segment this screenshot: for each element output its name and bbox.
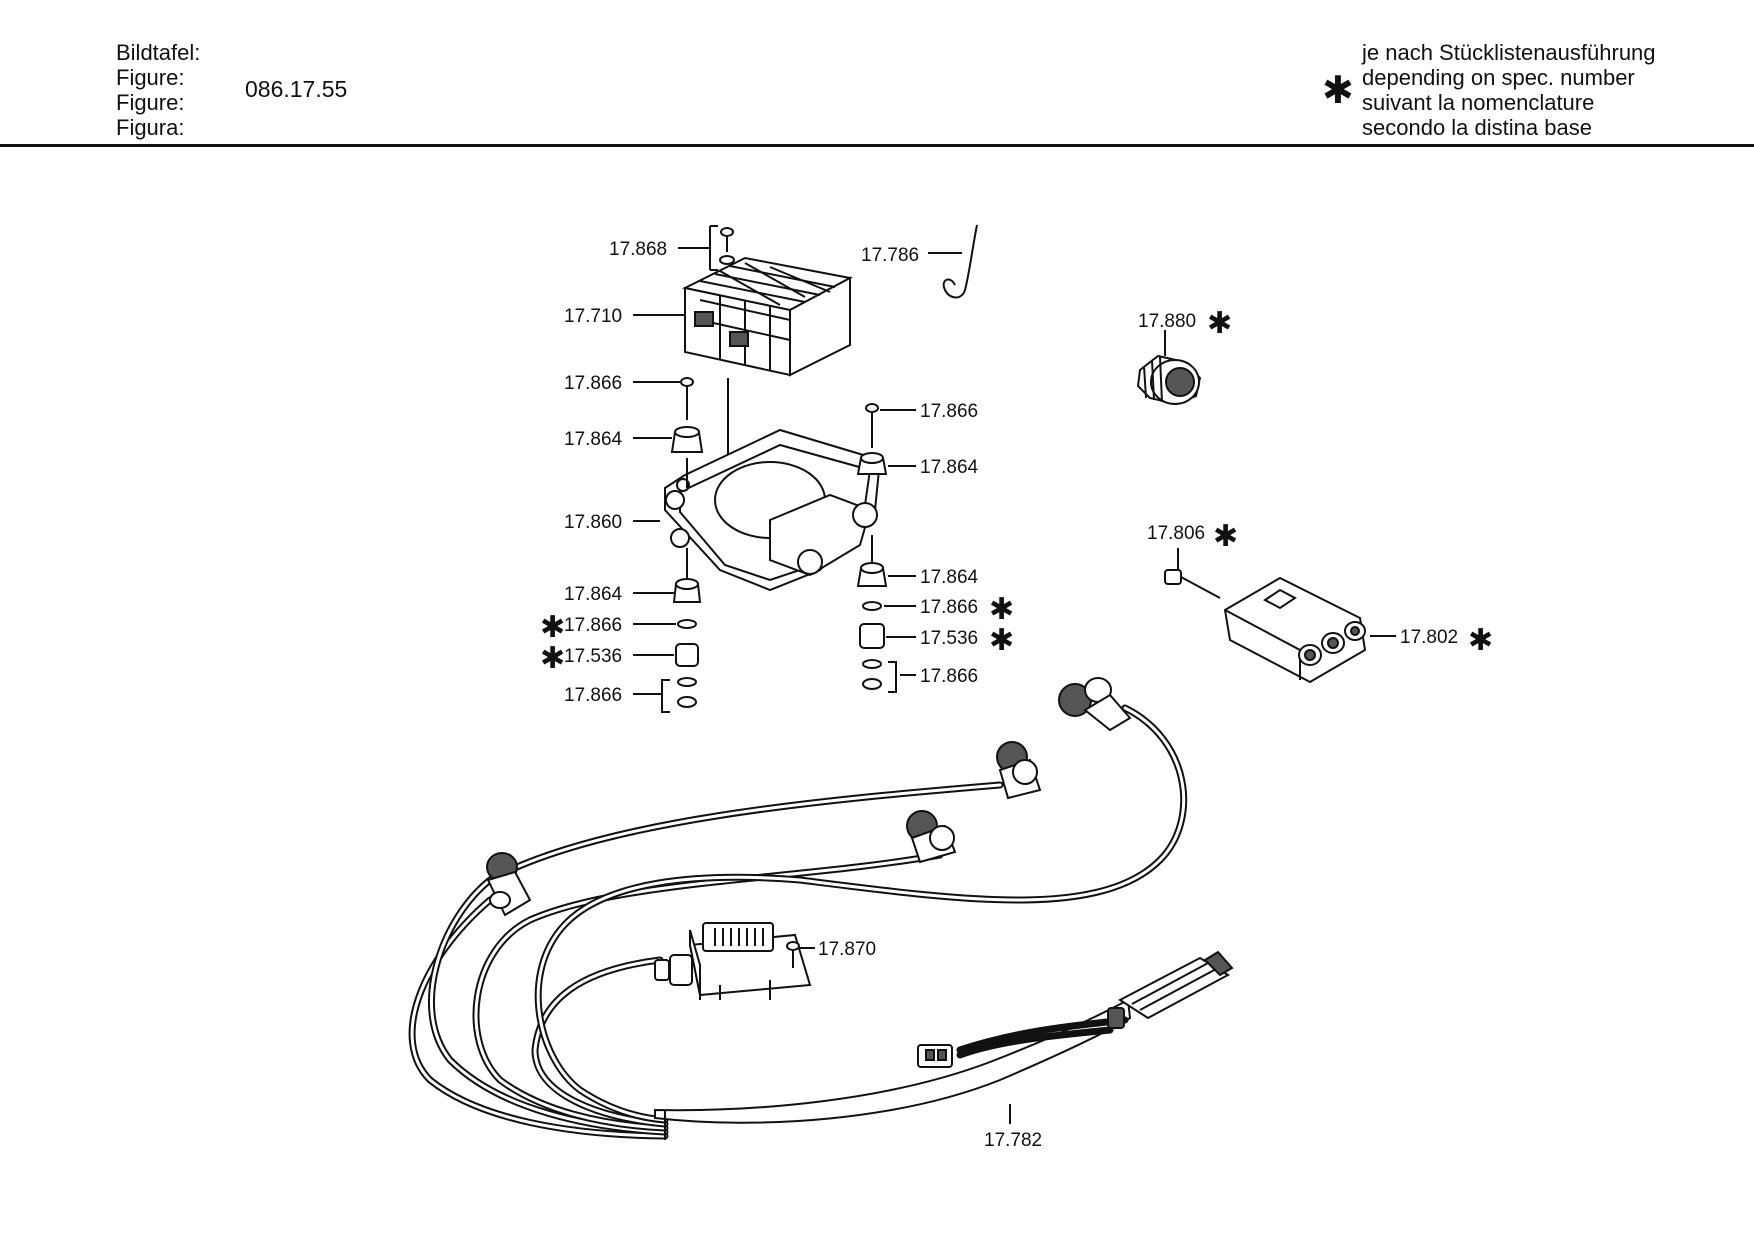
header-labels: Bildtafel: Figure: Figure: Figura: — [116, 40, 200, 140]
callout-17536-left: 17.536 — [564, 646, 622, 667]
callout-17710: 17.710 — [564, 306, 622, 327]
callout-17536-right-asterisk-icon: ✱ — [989, 623, 1014, 658]
contact-pin — [1164, 569, 1221, 599]
callout-17864-bottom-left: 17.864 — [564, 584, 623, 605]
callout-17864-top-right: 17.864 — [920, 457, 979, 478]
control-unit — [681, 256, 853, 548]
spec-note-en: depending on spec. number — [1362, 65, 1635, 90]
callout-17786: 17.786 — [861, 245, 919, 266]
callout-17866-bottom-right: 17.866 — [920, 666, 978, 687]
right-mount-stack — [856, 403, 888, 690]
callout-17880-asterisk-icon: ✱ — [1207, 306, 1232, 341]
cable-tie — [942, 224, 978, 299]
callout-17864-bottom-right: 17.864 — [920, 567, 979, 588]
spec-asterisk-icon: ✱ — [1322, 70, 1354, 112]
mounting-bracket — [664, 428, 882, 592]
label-figure-fr: Figure: — [116, 90, 185, 115]
screw-17868 — [719, 227, 735, 265]
callout-17866-mid-left: 17.866 — [564, 615, 622, 636]
harness-plug-left — [486, 852, 532, 917]
callout-17536-left-asterisk-icon: ✱ — [540, 641, 565, 676]
label-figure-en: Figure: — [116, 65, 185, 90]
callout-17868: 17.868 — [609, 239, 667, 260]
callout-17866-top-left: 17.866 — [564, 373, 622, 394]
spec-note: je nach Stücklistenausführung depending … — [1362, 40, 1656, 140]
callout-17870: 17.870 — [818, 939, 876, 960]
screw-17870 — [786, 941, 800, 968]
harness-plug-upper-mid — [996, 741, 1042, 800]
callout-17806: 17.806 — [1147, 523, 1205, 544]
callout-17864-top-left: 17.864 — [564, 429, 623, 450]
harness-plug-right — [1058, 677, 1132, 732]
spec-note-fr: suivant la nomenclature — [1362, 90, 1595, 115]
callout-17866-left-asterisk-icon: ✱ — [540, 610, 565, 645]
harness-module — [654, 922, 812, 1000]
leader-lines — [633, 225, 1396, 1124]
label-bildtafel: Bildtafel: — [116, 40, 201, 65]
callout-17782: 17.782 — [984, 1130, 1042, 1151]
callout-17536-right: 17.536 — [920, 628, 978, 649]
callout-17866-right-asterisk-icon: ✱ — [989, 592, 1014, 627]
callout-17802-asterisk-icon: ✱ — [1468, 623, 1493, 658]
figure-number: 086.17.55 — [245, 76, 348, 102]
spec-note-de: je nach Stücklistenausführung — [1362, 40, 1656, 65]
connector-housing — [1223, 576, 1367, 684]
header-divider — [0, 144, 1754, 147]
harness-plug-mid — [906, 810, 957, 864]
callout-17802: 17.802 — [1400, 627, 1458, 648]
spec-note-it: secondo la distina base — [1362, 115, 1592, 140]
label-figura: Figura: — [116, 115, 185, 140]
callout-17880: 17.880 — [1138, 311, 1196, 332]
callout-17860: 17.860 — [564, 512, 622, 533]
left-mount-stack — [670, 377, 704, 708]
wiring-harness — [408, 704, 1234, 1140]
cable-gland — [1136, 354, 1202, 406]
callout-17806-asterisk-icon: ✱ — [1213, 519, 1238, 554]
callout-17866-bottom-left: 17.866 — [564, 685, 622, 706]
callout-17866-mid-right: 17.866 — [920, 597, 978, 618]
callout-17866-top-right: 17.866 — [920, 401, 978, 422]
